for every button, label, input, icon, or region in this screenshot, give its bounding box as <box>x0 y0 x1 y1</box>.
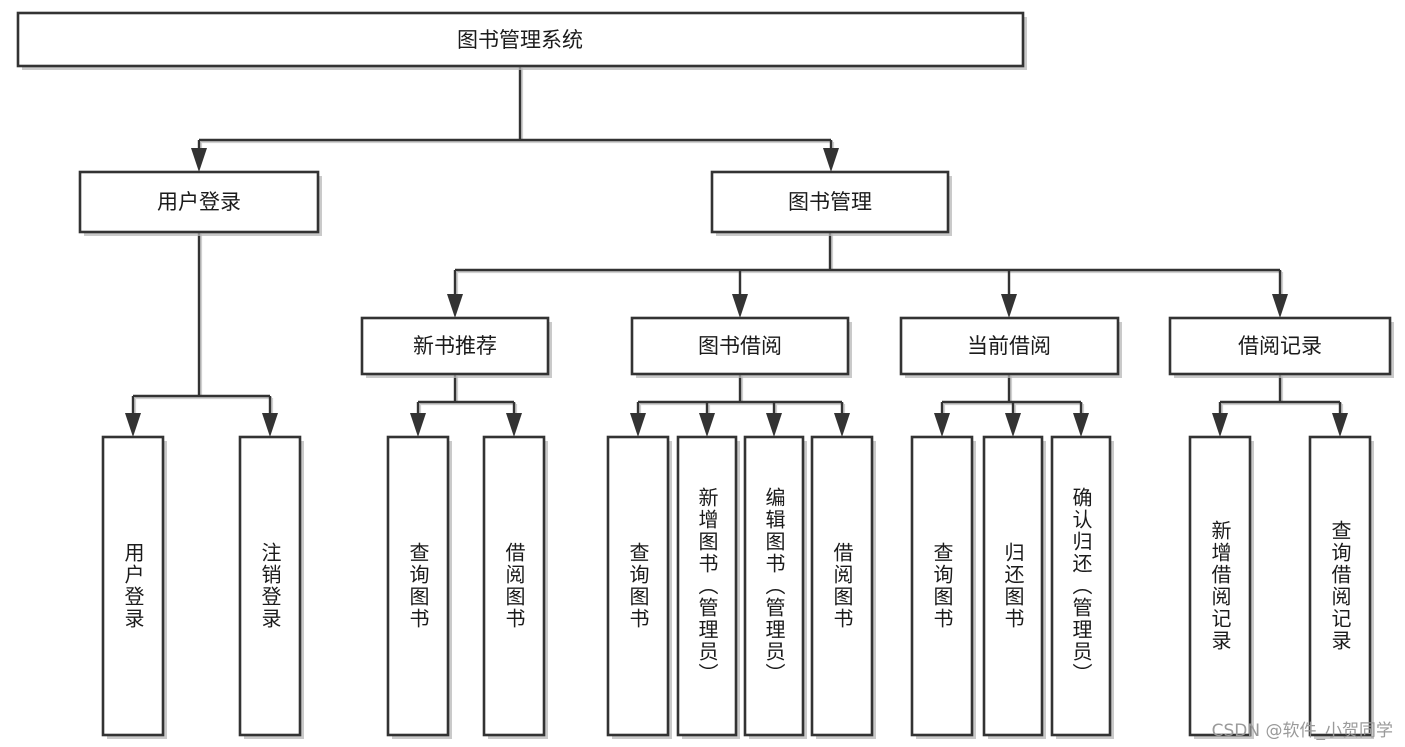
node-leaf-query-book-1-box[interactable] <box>386 435 450 737</box>
node-root[interactable]: 图书管理系统 <box>16 11 1027 70</box>
node-leaf-user-logout[interactable]: 注销登录 <box>238 435 304 739</box>
node-leaf-query-book-2-box[interactable] <box>606 435 670 737</box>
node-borrow-record[interactable]: 借阅记录 <box>1168 316 1394 378</box>
node-leaf-add-book-label: 新增图书（管理员） <box>695 487 719 685</box>
node-leaf-borrow-book-1[interactable]: 借阅图书 <box>482 435 548 739</box>
node-leaf-user-login-box[interactable] <box>101 435 165 737</box>
arrow-head-leaf-query-book-2 <box>630 413 646 437</box>
node-book-management-label: 图书管理 <box>788 190 872 214</box>
arrow-head-leaf-borrow-book-1 <box>506 413 522 437</box>
node-book-borrow-label: 图书借阅 <box>698 334 782 358</box>
arrow-head-leaf-query-book-1 <box>410 413 426 437</box>
arrow-head-leaf-confirm-return <box>1073 413 1089 437</box>
node-leaf-user-login-label: 用户登录 <box>121 542 145 630</box>
node-new-book-recommend[interactable]: 新书推荐 <box>360 316 552 378</box>
node-leaf-borrow-book-2-box[interactable] <box>810 435 874 737</box>
node-leaf-query-book-3[interactable]: 查询图书 <box>910 435 976 739</box>
node-leaf-add-record-box[interactable] <box>1188 435 1252 737</box>
node-current-borrow-box[interactable] <box>899 316 1120 376</box>
connector-borrowrecord-to-leaves <box>1212 374 1348 437</box>
node-leaf-query-record-box[interactable] <box>1308 435 1372 737</box>
node-root-label: 图书管理系统 <box>457 28 583 52</box>
arrow-head-leaf-return-book <box>1005 413 1021 437</box>
node-leaf-borrow-book-2[interactable]: 借阅图书 <box>810 435 876 739</box>
node-root-box[interactable] <box>16 11 1025 68</box>
connector-currentborrow-to-leaves <box>934 374 1089 437</box>
node-leaf-add-book-box[interactable] <box>676 435 738 737</box>
arrow-head-leaf-user-login <box>125 413 141 437</box>
connector-newbook-to-leaves <box>410 374 522 437</box>
arrow-head-leaf-query-book-3 <box>934 413 950 437</box>
node-leaf-confirm-return[interactable]: 确认归还（管理员） <box>1050 435 1114 739</box>
node-book-management-box[interactable] <box>710 170 950 234</box>
node-new-book-recommend-label: 新书推荐 <box>413 334 497 358</box>
node-borrow-record-box[interactable] <box>1168 316 1392 376</box>
node-book-borrow[interactable]: 图书借阅 <box>630 316 852 378</box>
arrow-head-book-borrow <box>732 294 748 318</box>
node-leaf-return-book[interactable]: 归还图书 <box>982 435 1046 739</box>
arrow-head-user-login <box>191 148 207 172</box>
node-leaf-edit-book-box[interactable] <box>743 435 805 737</box>
node-leaf-return-book-box[interactable] <box>982 435 1044 737</box>
arrow-head-leaf-query-record <box>1332 413 1348 437</box>
arrow-head-leaf-add-record <box>1212 413 1228 437</box>
arrow-head-leaf-add-book <box>699 413 715 437</box>
node-leaf-query-book-1[interactable]: 查询图书 <box>386 435 452 739</box>
arrow-head-borrow-record <box>1272 294 1288 318</box>
node-borrow-record-label: 借阅记录 <box>1238 334 1322 358</box>
connector-root-to-level2 <box>191 66 839 172</box>
node-current-borrow-label: 当前借阅 <box>967 334 1051 358</box>
node-leaf-borrow-book-1-box[interactable] <box>482 435 546 737</box>
node-leaf-edit-book[interactable]: 编辑图书（管理员） <box>743 435 807 739</box>
node-book-management[interactable]: 图书管理 <box>710 170 952 236</box>
node-new-book-recommend-box[interactable] <box>360 316 550 376</box>
node-leaf-query-record[interactable]: 查询借阅记录 <box>1308 435 1374 739</box>
arrow-head-book-management <box>823 148 839 172</box>
arrow-head-leaf-borrow-book-2 <box>834 413 850 437</box>
node-leaf-user-logout-box[interactable] <box>238 435 302 737</box>
arrow-head-leaf-user-logout <box>262 413 278 437</box>
node-leaf-query-book-3-label: 查询图书 <box>930 542 954 630</box>
node-book-borrow-box[interactable] <box>630 316 850 376</box>
node-leaf-confirm-return-box[interactable] <box>1050 435 1112 737</box>
connector-bookmgmt-to-level3 <box>447 232 1288 318</box>
node-leaf-confirm-return-label: 确认归还（管理员） <box>1069 487 1093 685</box>
node-leaf-return-book-label: 归还图书 <box>1001 542 1025 630</box>
node-current-borrow[interactable]: 当前借阅 <box>899 316 1122 378</box>
node-leaf-user-logout-label: 注销登录 <box>258 542 282 630</box>
node-leaf-query-record-label: 查询借阅记录 <box>1328 520 1352 652</box>
connector-userlogin-to-leaves <box>125 232 278 437</box>
node-leaf-query-book-2[interactable]: 查询图书 <box>606 435 672 739</box>
node-user-login-box[interactable] <box>78 170 320 234</box>
node-leaf-query-book-2-label: 查询图书 <box>626 542 650 630</box>
node-leaf-user-login[interactable]: 用户登录 <box>101 435 167 739</box>
node-leaf-add-record-label: 新增借阅记录 <box>1208 520 1232 652</box>
node-leaf-add-record[interactable]: 新增借阅记录 <box>1188 435 1254 739</box>
arrow-head-leaf-edit-book <box>766 413 782 437</box>
connector-layer <box>125 66 1348 437</box>
connector-bookborrow-to-leaves <box>630 374 850 437</box>
node-leaf-borrow-book-1-label: 借阅图书 <box>502 542 526 630</box>
node-leaf-add-book[interactable]: 新增图书（管理员） <box>676 435 740 739</box>
arrow-head-current-borrow <box>1001 294 1017 318</box>
node-leaf-query-book-1-label: 查询图书 <box>406 542 430 630</box>
node-leaf-borrow-book-2-label: 借阅图书 <box>830 542 854 630</box>
node-user-login[interactable]: 用户登录 <box>78 170 322 236</box>
node-leaf-query-book-3-box[interactable] <box>910 435 974 737</box>
node-user-login-label: 用户登录 <box>157 190 241 214</box>
arrow-head-new-book-recommend <box>447 294 463 318</box>
node-leaf-edit-book-label: 编辑图书（管理员） <box>762 487 786 685</box>
